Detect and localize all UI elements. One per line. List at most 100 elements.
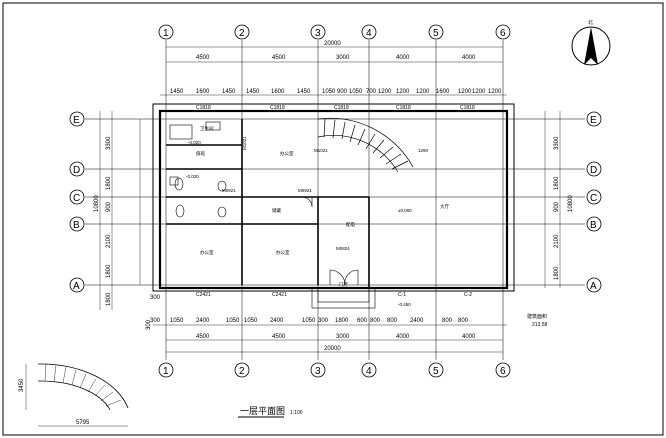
window-label: C1818: [196, 105, 211, 111]
window-label: C1818: [396, 105, 411, 111]
room-name: 办公室: [276, 249, 290, 256]
dim-top-main-1: 4500: [196, 55, 210, 61]
stair-detail-plan: [25, 363, 129, 427]
dim-opening: 1200: [416, 89, 430, 95]
level-mark: -0.450: [398, 302, 411, 307]
room-name: 办公室: [280, 150, 294, 157]
level-mark: ±0.000: [398, 208, 412, 213]
dim-left-total: 10800: [94, 195, 100, 212]
left-dimension-lines: [99, 111, 141, 310]
dim-opening: 1200: [472, 89, 486, 95]
dim-right: 3300: [554, 136, 560, 150]
dim-opening: 1450: [297, 89, 311, 95]
door-label: M0921: [222, 188, 236, 193]
dim-right-total: 10800: [568, 195, 574, 212]
window-label: C-1: [398, 292, 406, 298]
axis-label-E-right: E: [590, 115, 597, 126]
dim-right: 1800: [554, 176, 560, 190]
axis-label-2-top: 2: [239, 28, 245, 39]
dim-detail: 300: [318, 318, 329, 324]
room-name: 值班: [196, 150, 205, 157]
dim-detail: 800: [387, 318, 398, 324]
axis-label-5-bottom: 5: [433, 366, 439, 377]
axis-label-B-left: B: [73, 220, 80, 231]
axis-label-E-left: E: [73, 115, 80, 126]
axis-label-4-bottom: 4: [366, 366, 372, 377]
dim-opening: 1600: [436, 89, 450, 95]
room-name: 办公室: [200, 249, 214, 256]
axis-label-1-bottom: 1: [163, 366, 169, 377]
dim-detail: 2400: [196, 318, 210, 324]
dim-bottom-main-3: 3000: [336, 334, 350, 340]
dim-right-outer: 3300 1800 900 2100 1800 10800: [554, 136, 574, 280]
axis-label-C-right: C: [590, 193, 597, 204]
dim-opening: 1600: [196, 89, 210, 95]
dim-top-main-5: 4000: [462, 55, 476, 61]
dim-top-main-3: 3000: [336, 55, 350, 61]
dim-right: 900: [554, 201, 560, 212]
level-marks: -0.020 -0.020 ±0.000 -0.450 1290: [186, 140, 429, 307]
dim-top-openings: 1450 1600 1450 1450 1600 1450 1050 900 1…: [170, 89, 502, 95]
axis-label-D-right: D: [590, 165, 597, 176]
dim-detail: 1050: [302, 318, 316, 324]
axis-label-4-top: 4: [366, 28, 372, 39]
room-name: 大厅: [440, 203, 449, 210]
window-label: C1818: [270, 105, 285, 111]
dim-bottom-overall: 20000: [324, 346, 341, 352]
row-bubbles-left: [69, 111, 85, 293]
dim-corner-2: 300: [146, 319, 152, 330]
area-value: 213.58: [532, 322, 548, 328]
north-arrow: [571, 26, 611, 66]
dim-detail: 800: [370, 318, 381, 324]
curved-stair-plan: [317, 117, 414, 173]
dim-opening: 1200: [378, 89, 392, 95]
window-labels-bottom: C2421 C2421 C-1 C-2: [196, 292, 472, 298]
dim-corner-1: 300: [150, 295, 161, 301]
dim-bottom-main-2: 4500: [272, 334, 286, 340]
door-labels: M1021 M0921 M0921 M0824 M1021: [222, 136, 350, 251]
dim-detail: 800: [458, 318, 469, 324]
window-label: C2421: [272, 292, 287, 298]
door-label: M0921: [298, 188, 312, 193]
interior-walls: [166, 119, 370, 288]
axis-label-C-left: C: [73, 193, 80, 204]
entrance-doors: [301, 196, 359, 286]
axis-label-A-left: A: [73, 281, 80, 292]
dim-left: 1800: [106, 176, 112, 190]
dim-opening: 1450: [170, 89, 184, 95]
axis-label-3-top: 3: [315, 28, 321, 39]
top-dimension-lines: [160, 46, 507, 96]
dim-left: 900: [106, 201, 112, 212]
north-label: 北: [588, 19, 593, 26]
dim-bottom-main-4: 4000: [396, 334, 410, 340]
dim-opening: 1200: [458, 89, 472, 95]
axis-label-B-right: B: [590, 220, 597, 231]
dim-left-outer: 3300 1800 900 2100 1800 1800 10800: [94, 136, 112, 306]
level-mark: -0.020: [186, 174, 199, 179]
dim-bottom-detail: 300 1050 2400 1050 1050 2400 1050 300 18…: [150, 318, 469, 324]
dim-opening: 1600: [271, 89, 285, 95]
dim-detail: 2400: [270, 318, 284, 324]
level-mark: 1290: [418, 148, 429, 153]
dim-detail: 1800: [335, 318, 349, 324]
level-mark: -0.020: [188, 140, 201, 145]
axis-label-A-right: A: [590, 281, 597, 292]
stair-dim-height: 3450: [19, 378, 25, 392]
axis-label-3-bottom: 3: [315, 366, 321, 377]
room-name: 配电: [346, 221, 355, 228]
window-label: C-2: [464, 292, 472, 298]
column-bubbles-bottom: [158, 362, 511, 378]
column-bubbles-top: [158, 24, 511, 40]
room-name: 门厅: [339, 281, 348, 288]
north-arrow-icon: [584, 27, 598, 65]
dim-detail: 300: [150, 318, 161, 324]
entrance-steps: [311, 287, 376, 309]
dim-left: 2100: [106, 234, 112, 248]
dim-detail: 600: [357, 318, 368, 324]
drawing-scale: 1:100: [290, 410, 303, 416]
dim-opening: 1450: [222, 89, 236, 95]
drawing-title: 一层平面图: [240, 406, 285, 416]
